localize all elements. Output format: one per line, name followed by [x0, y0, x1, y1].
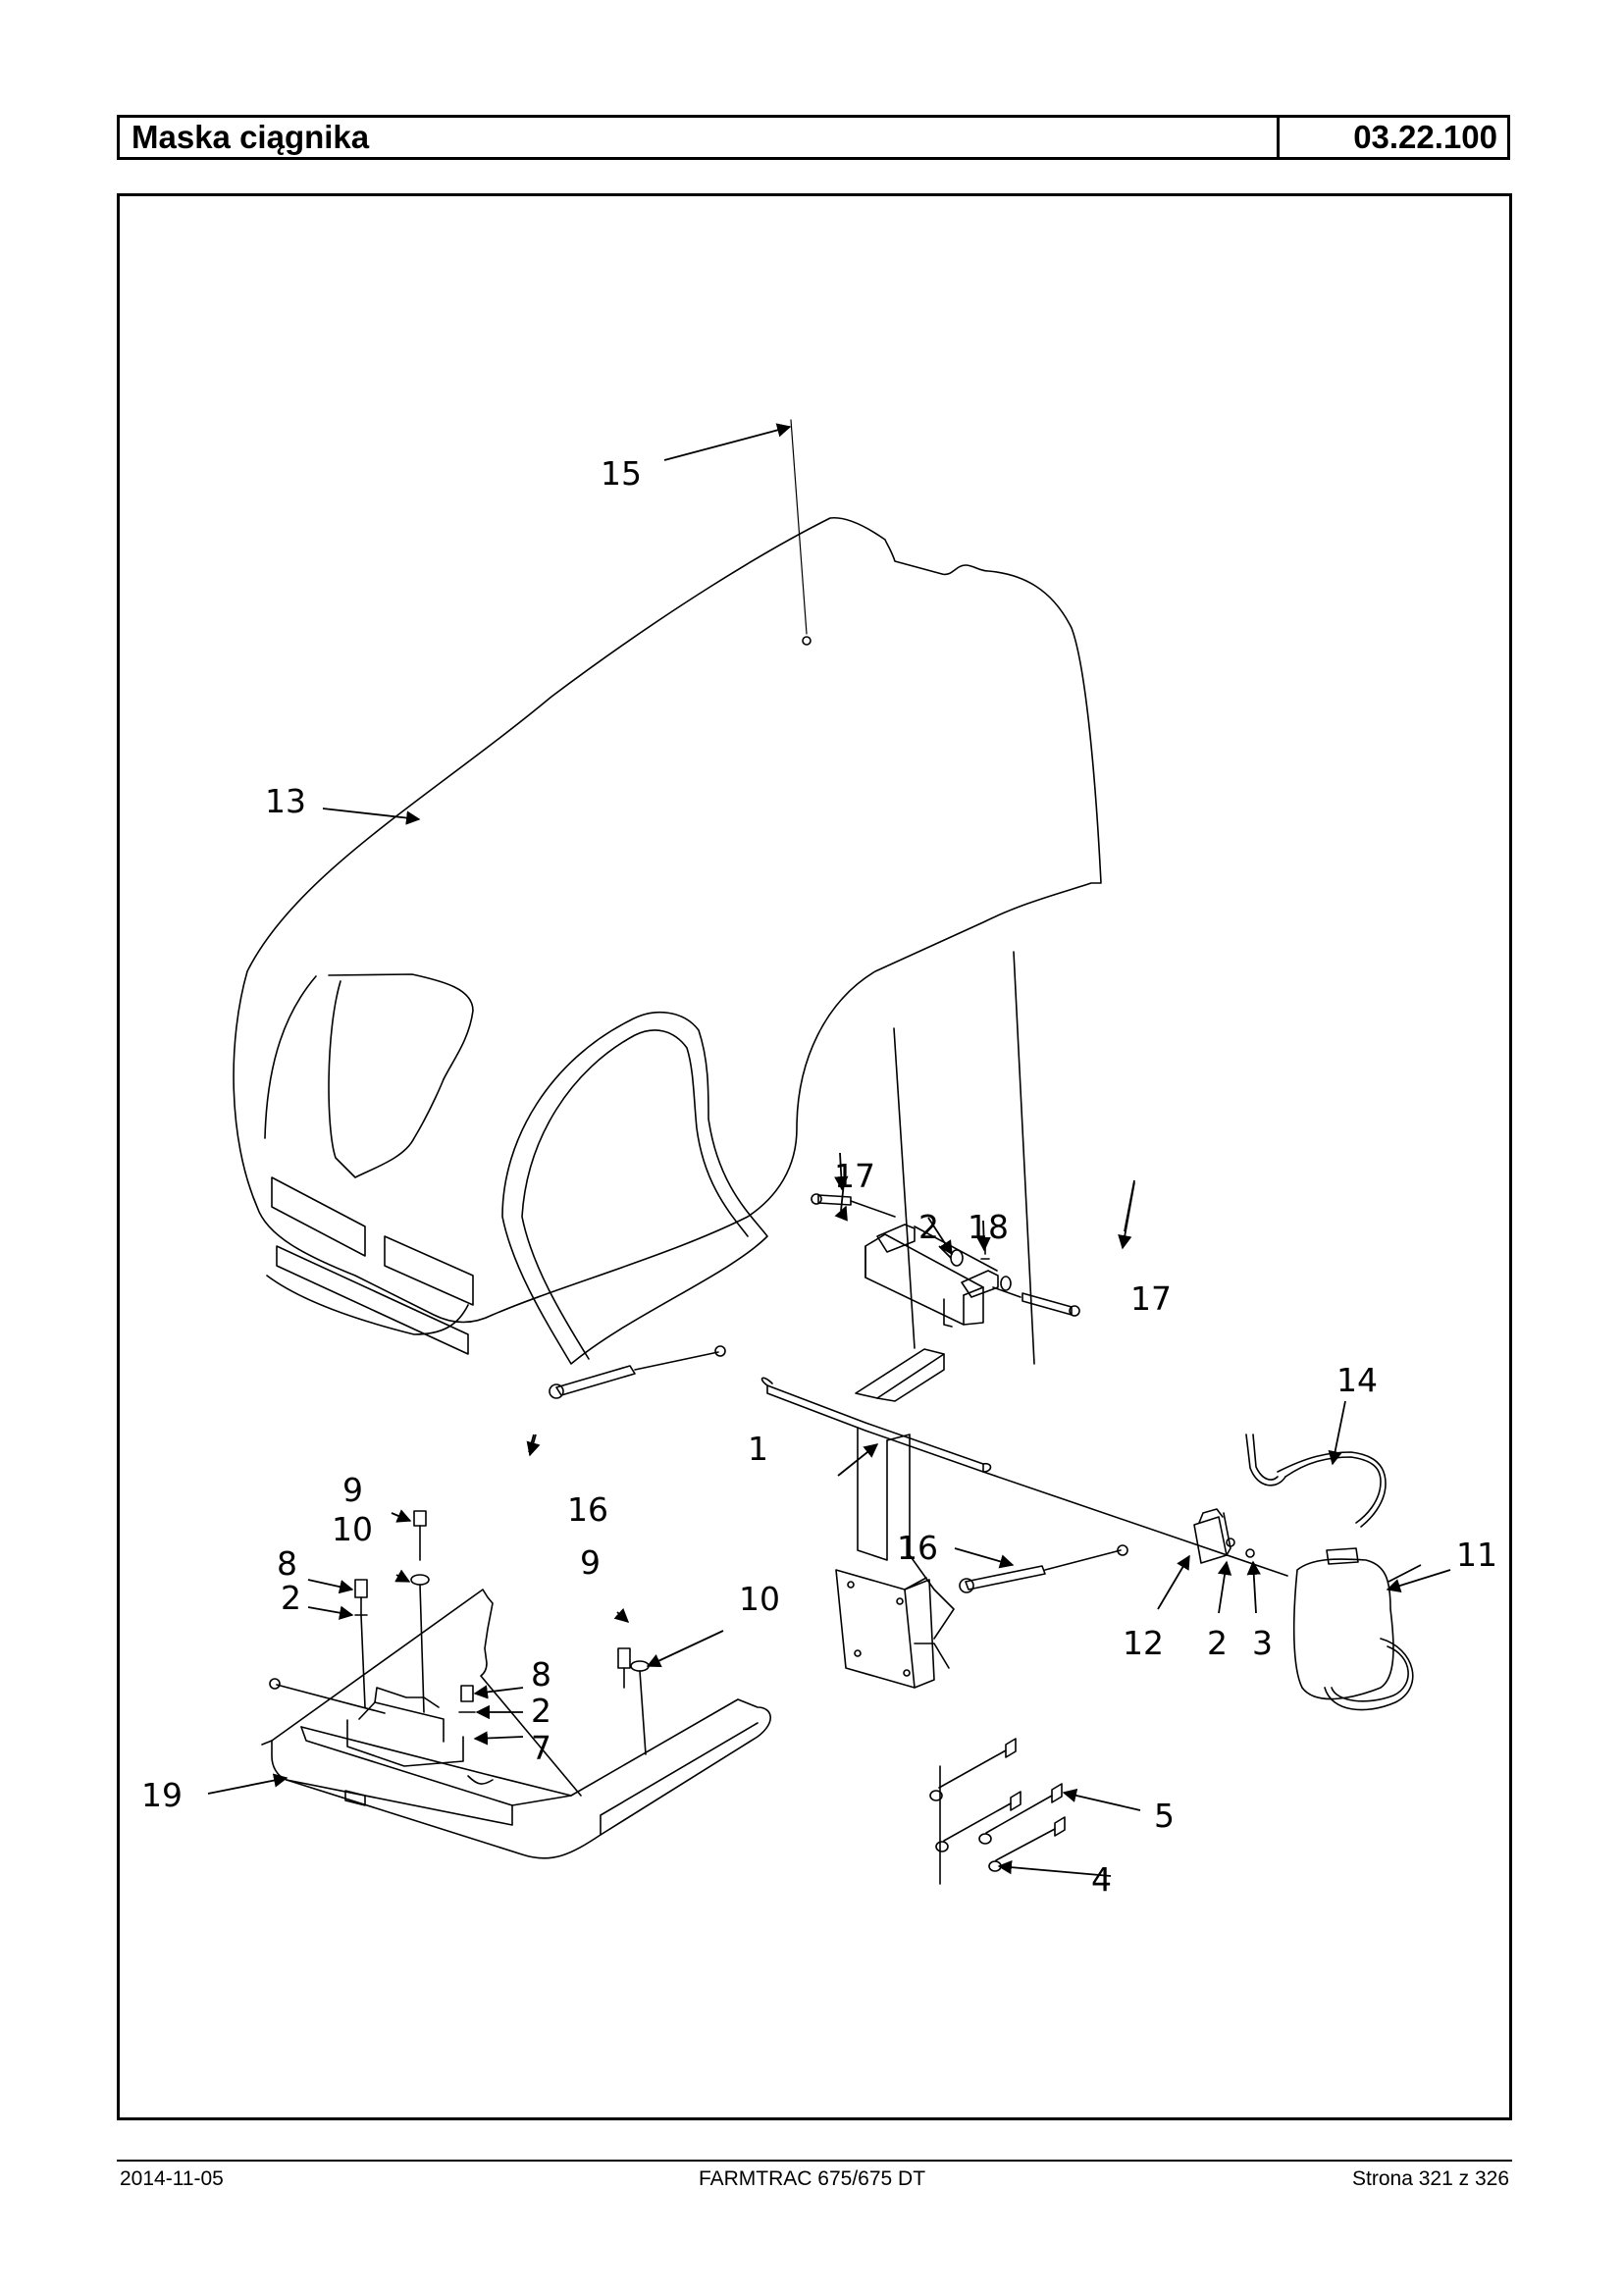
callout-8: 8: [277, 1544, 297, 1583]
callout-15: 15: [601, 454, 642, 493]
callout-14: 14: [1336, 1361, 1378, 1399]
washer-reservoir: [1245, 1434, 1414, 1711]
callout-16: 16: [567, 1490, 608, 1529]
callout-5: 5: [1154, 1797, 1175, 1835]
callout-10: 10: [332, 1510, 373, 1548]
callout-17: 17: [1130, 1279, 1172, 1318]
hood: [233, 516, 1102, 1365]
callout-10: 10: [739, 1580, 780, 1618]
callout-11: 11: [1456, 1536, 1497, 1574]
exploded-view-diagram: 1 2 2 2 2 3 4 5 7 8 8 9 9 10 10 11 12 13…: [141, 419, 1497, 1899]
callout-19: 19: [141, 1776, 183, 1814]
footer-model: FARMTRAC 675/675 DT: [698, 2167, 926, 2190]
callout-7: 7: [531, 1729, 551, 1767]
callout-13: 13: [265, 782, 306, 820]
parts-diagram-frame: 1 2 2 2 2 3 4 5 7 8 8 9 9 10 10 11 12 13…: [117, 193, 1512, 2120]
section-title: Maska ciągnika: [120, 118, 1280, 157]
callout-18: 18: [968, 1208, 1009, 1246]
callout-9: 9: [580, 1543, 601, 1582]
footer-divider: [117, 2160, 1512, 2162]
bottom-panel: [261, 1589, 771, 1859]
footer-page-number: Strona 321 z 326: [1352, 2167, 1509, 2190]
callout-4: 4: [1091, 1860, 1112, 1899]
callout-2: 2: [1207, 1624, 1228, 1662]
support-frame: [760, 1348, 992, 1689]
callout-12: 12: [1123, 1624, 1164, 1662]
section-code: 03.22.100: [1353, 119, 1497, 155]
page-header: Maska ciągnika 03.22.100: [117, 115, 1510, 160]
callout-8: 8: [531, 1655, 551, 1694]
callout-3: 3: [1252, 1624, 1273, 1662]
callout-2: 2: [281, 1579, 301, 1617]
callout-16: 16: [897, 1529, 938, 1567]
footer-date: 2014-11-05: [120, 2167, 224, 2190]
callout-2: 2: [531, 1692, 551, 1730]
callout-2: 2: [918, 1208, 939, 1246]
callout-1: 1: [748, 1430, 768, 1468]
hinge-bracket: [864, 1224, 999, 1328]
callout-9: 9: [342, 1471, 363, 1509]
callout-17: 17: [834, 1157, 875, 1195]
